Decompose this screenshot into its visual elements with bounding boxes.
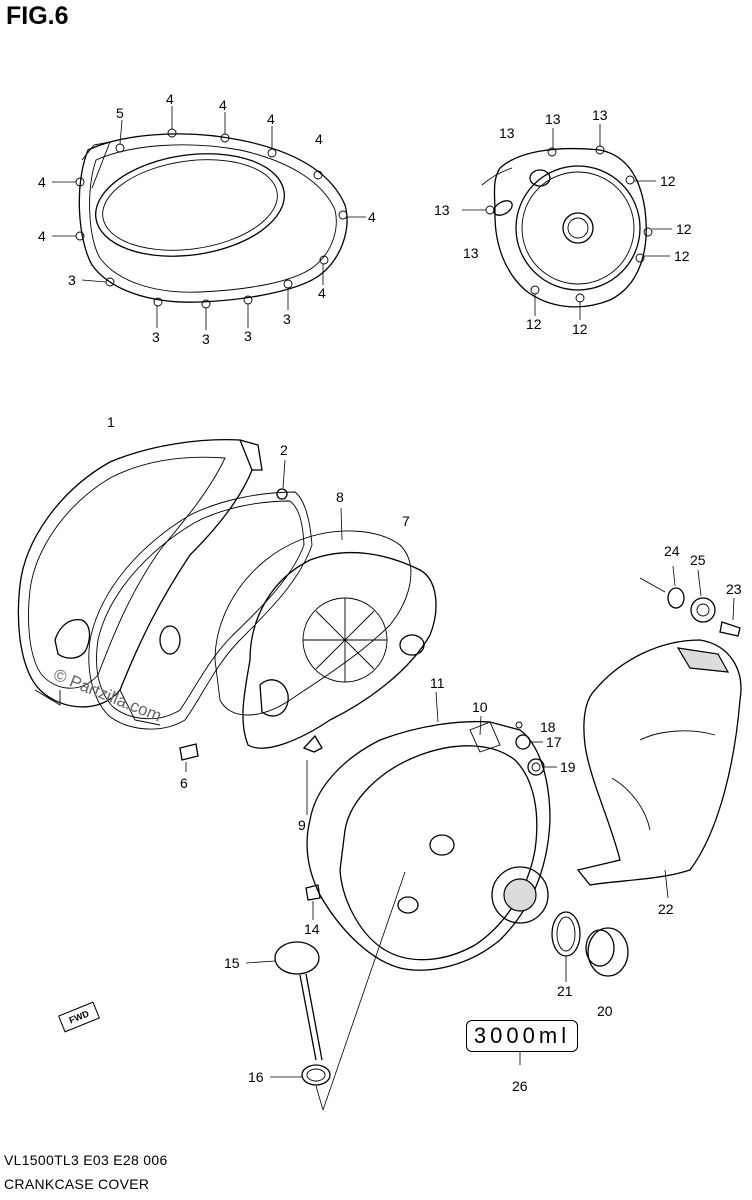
grommet-parts bbox=[639, 565, 741, 637]
clutch-cover-bolt-pattern bbox=[52, 106, 366, 330]
fwd-label: FWD bbox=[67, 1008, 91, 1026]
callout-11: 11 bbox=[430, 675, 445, 691]
callout-4: 4 bbox=[219, 97, 227, 113]
callout-19: 19 bbox=[560, 759, 576, 775]
figure-title: FIG.6 bbox=[6, 2, 69, 30]
callout-4: 4 bbox=[315, 131, 323, 147]
callout-3: 3 bbox=[202, 331, 210, 347]
callout-25: 25 bbox=[690, 552, 706, 568]
callout-8: 8 bbox=[336, 489, 344, 505]
callout-21: 21 bbox=[557, 983, 573, 999]
callout-18: 18 bbox=[540, 719, 556, 735]
plug-and-o-ring bbox=[551, 911, 629, 982]
callout-9: 9 bbox=[298, 817, 306, 833]
bolt-holes bbox=[75, 128, 348, 309]
callout-7: 7 bbox=[402, 513, 410, 529]
inner-cover-assembly bbox=[214, 507, 437, 815]
callout-12: 12 bbox=[526, 316, 542, 332]
callout-1: 1 bbox=[107, 414, 115, 430]
generator-cover-bolt-pattern bbox=[462, 124, 672, 320]
callout-labels: 5 4 4 4 4 4 4 4 4 3 3 3 3 3 13 13 13 13 … bbox=[38, 91, 742, 1094]
callout-12: 12 bbox=[676, 221, 692, 237]
callout-15: 15 bbox=[224, 955, 240, 971]
oil-filler-cap bbox=[245, 871, 406, 1111]
callout-12: 12 bbox=[674, 248, 690, 264]
callout-13: 13 bbox=[434, 202, 450, 218]
callout-4: 4 bbox=[267, 111, 275, 127]
callout-4: 4 bbox=[38, 228, 46, 244]
callout-3: 3 bbox=[244, 328, 252, 344]
callout-26: 26 bbox=[512, 1078, 528, 1094]
callout-3: 3 bbox=[152, 329, 160, 345]
callout-14: 14 bbox=[304, 921, 320, 937]
callout-12: 12 bbox=[572, 321, 588, 337]
callout-4: 4 bbox=[318, 285, 326, 301]
callout-13: 13 bbox=[463, 245, 479, 261]
section-name: CRANKCASE COVER bbox=[4, 1176, 150, 1192]
callout-3: 3 bbox=[283, 311, 291, 327]
callout-10: 10 bbox=[472, 699, 488, 715]
callout-6: 6 bbox=[180, 775, 188, 791]
callout-24: 24 bbox=[664, 543, 680, 559]
callout-13: 13 bbox=[545, 111, 561, 127]
callout-4: 4 bbox=[38, 174, 46, 190]
callout-16: 16 bbox=[248, 1069, 264, 1085]
oil-volume-label: 3000ml bbox=[466, 1020, 578, 1052]
callout-22: 22 bbox=[658, 901, 674, 917]
model-code: VL1500TL3 E03 E28 006 bbox=[4, 1152, 168, 1168]
callout-4: 4 bbox=[368, 209, 376, 225]
callout-13: 13 bbox=[592, 107, 608, 123]
callout-2: 2 bbox=[280, 442, 288, 458]
callout-23: 23 bbox=[726, 581, 742, 597]
callout-4: 4 bbox=[166, 91, 174, 107]
oil-volume-text: 3000ml bbox=[473, 1023, 571, 1048]
side-cover-assembly bbox=[576, 565, 742, 899]
callout-13: 13 bbox=[499, 125, 515, 141]
callout-5: 5 bbox=[116, 105, 124, 121]
callout-17: 17 bbox=[546, 734, 562, 750]
callout-20: 20 bbox=[597, 1003, 613, 1019]
callout-3: 3 bbox=[68, 272, 76, 288]
clutch-cover bbox=[305, 691, 551, 971]
small-fasteners bbox=[515, 721, 557, 776]
callout-12: 12 bbox=[660, 173, 676, 189]
